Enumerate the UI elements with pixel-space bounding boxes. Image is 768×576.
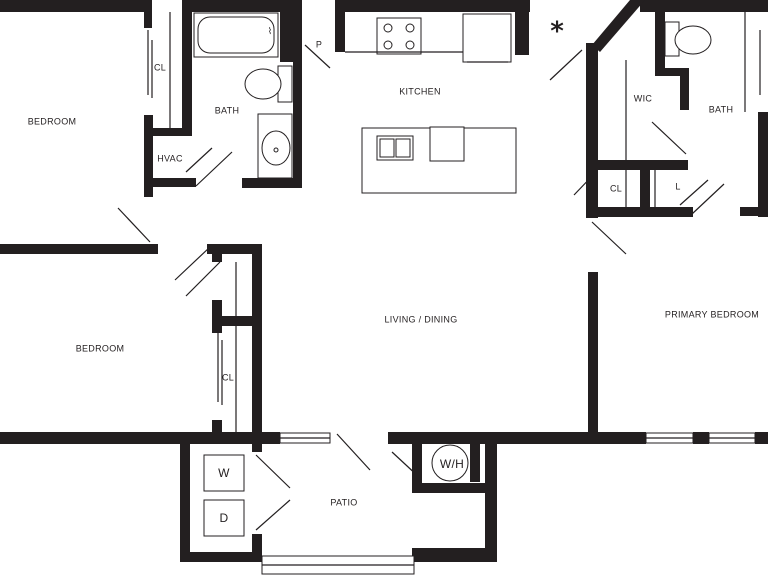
- label-kitchen: KITCHEN: [399, 86, 441, 96]
- label-primary-bedroom: PRIMARY BEDROOM: [665, 309, 759, 319]
- washer: [203, 454, 245, 492]
- doors: [117, 12, 761, 531]
- label-pantry: P: [316, 39, 322, 49]
- walls: [0, 0, 768, 562]
- range: [376, 17, 422, 55]
- label-wic: WIC: [634, 93, 653, 103]
- label-closet-top: CL: [154, 62, 166, 72]
- sink: [257, 113, 293, 179]
- dryer: [203, 499, 245, 537]
- bathtub: ⌇: [193, 12, 279, 58]
- label-bedroom-left: BEDROOM: [76, 343, 125, 353]
- kitchen-island: [361, 126, 517, 194]
- label-living-dining: LIVING / DINING: [384, 314, 457, 324]
- label-patio: PATIO: [330, 497, 357, 507]
- asterisk-marker: *: [550, 17, 564, 47]
- toilet: [664, 21, 712, 57]
- water-heater: [431, 444, 469, 482]
- label-bedroom-top: BEDROOM: [28, 116, 77, 126]
- label-linen: L: [675, 181, 680, 191]
- svg-text:⌇: ⌇: [268, 26, 272, 36]
- label-bath-right: BATH: [709, 104, 734, 114]
- label-washer: W: [218, 466, 230, 480]
- toilet: [244, 65, 293, 103]
- windows: [261, 432, 756, 575]
- label-hvac: HVAC: [157, 153, 183, 163]
- fixtures: ⌇: [193, 12, 746, 537]
- label-bath-left: BATH: [215, 105, 240, 115]
- refrigerator: [462, 13, 512, 63]
- label-water-heater: W/H: [440, 457, 464, 471]
- room-labels: BEDROOM CL BATH HVAC P KITCHEN WIC BATH …: [28, 17, 759, 526]
- label-closet-left: CL: [222, 372, 234, 382]
- label-closet-primary: CL: [610, 183, 622, 193]
- label-dryer: D: [220, 511, 229, 525]
